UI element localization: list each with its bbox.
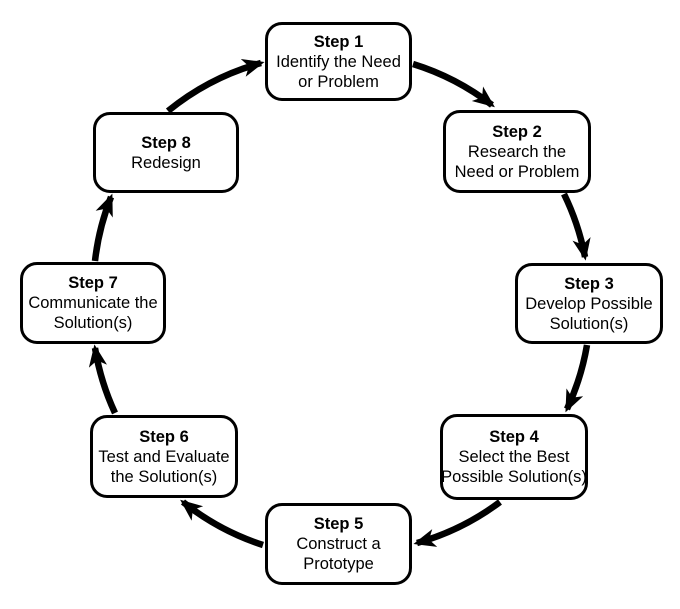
step-8-box: Step 8 Redesign [93, 112, 239, 193]
step-2-label-line2: Need or Problem [454, 162, 580, 181]
arrow-step3-to-step4 [564, 344, 591, 413]
step-4-title: Step 4 [489, 428, 539, 446]
step-1-label-line2: or Problem [298, 72, 379, 91]
arrow-step8-to-step1 [165, 59, 265, 114]
step-2-box: Step 2 Research the Need or Problem [443, 110, 591, 193]
step-3-box: Step 3 Develop Possible Solution(s) [515, 263, 663, 344]
step-5-label-line2: Prototype [303, 555, 374, 573]
arrow-step7-to-step8 [91, 193, 115, 262]
step-6-box: Step 6 Test and Evaluate the Solution(s) [90, 415, 238, 498]
arrow-step1-to-step2 [412, 60, 495, 108]
step-7-label: Communicate the [28, 294, 158, 312]
step-5-title: Step 5 [313, 515, 364, 533]
step-8-label: Redesign [131, 153, 201, 172]
step-3-label-line2: Solution(s) [549, 314, 629, 333]
step-7-title: Step 7 [68, 274, 118, 292]
step-1-title: Step 1 [313, 32, 364, 51]
arrow-step4-to-step5 [413, 499, 502, 547]
step-3-title: Step 3 [564, 274, 614, 293]
arrow-step5-to-step6 [180, 499, 264, 549]
step-6-label: Test and Evaluate [98, 447, 230, 466]
step-8-title: Step 8 [141, 133, 191, 152]
step-5-box: Step 5 Construct a Prototype [265, 503, 412, 585]
step-3-label: Develop Possible [525, 294, 653, 313]
step-2-title: Step 2 [492, 122, 542, 141]
step-7-box: Step 7 Communicate the Solution(s) [20, 262, 166, 344]
step-2-label: Research the [467, 142, 567, 161]
step-6-title: Step 6 [139, 427, 189, 446]
step-4-label: Select the Best [458, 448, 570, 466]
arrow-step6-to-step7 [88, 344, 118, 415]
step-6-label-line2: the Solution(s) [110, 467, 218, 486]
step-1-box: Step 1 Identify the Need or Problem [265, 22, 412, 101]
arrow-step2-to-step3 [561, 192, 591, 261]
step-7-label-line2: Solution(s) [53, 314, 133, 332]
step-5-label: Construct a [296, 535, 381, 553]
step-1-label: Identify the Need [276, 52, 401, 71]
step-4-label-line2: Possible Solution(s) [441, 468, 587, 486]
step-4-box: Step 4 Select the Best Possible Solution… [440, 414, 588, 500]
